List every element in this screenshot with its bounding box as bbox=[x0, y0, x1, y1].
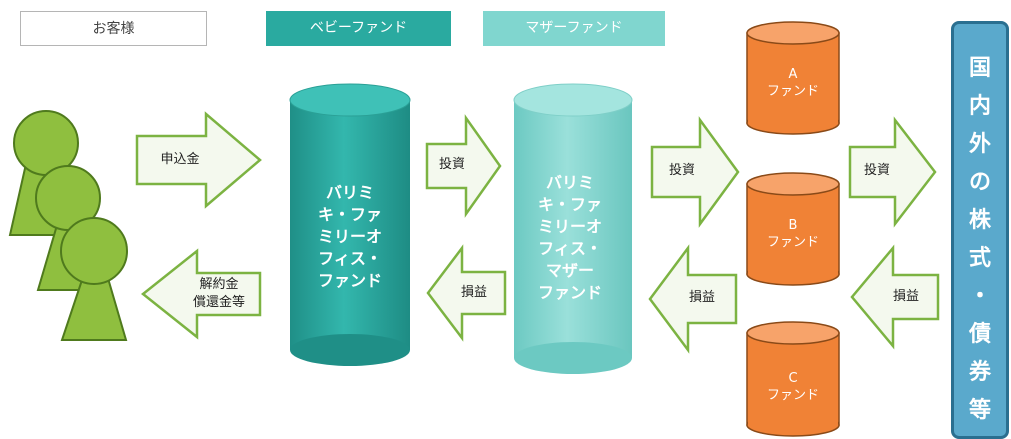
invest-arrow-1 bbox=[425, 114, 502, 218]
subscription-label: 申込金 bbox=[160, 152, 200, 167]
baby-fund-name-line: ファンド bbox=[317, 271, 382, 290]
mother-fund-cylinder bbox=[513, 83, 633, 374]
fund-b-label: B ファンド bbox=[747, 217, 839, 251]
subscription-arrow bbox=[135, 111, 262, 209]
redemption-label-line: 解約金 bbox=[199, 277, 239, 292]
mother-fund-name-line: ミリーオ bbox=[537, 217, 602, 236]
profit-arrow-2 bbox=[648, 244, 738, 354]
baby-fund-name-line: キ・ファ bbox=[317, 205, 382, 224]
fund-a-label: A ファンド bbox=[747, 66, 839, 100]
fund-c-label: C ファンド bbox=[747, 370, 839, 404]
fund-c-word: ファンド bbox=[766, 388, 819, 403]
redemption-label-line: 償還金等 bbox=[192, 295, 245, 310]
target-char: の bbox=[968, 170, 991, 195]
target-char: 国 bbox=[968, 56, 991, 81]
target-char: 等 bbox=[968, 398, 991, 423]
target-char: 券 bbox=[968, 360, 991, 385]
customer-header: お客様 bbox=[20, 11, 207, 46]
target-char: 株 bbox=[968, 208, 991, 233]
baby-fund-header-bg bbox=[266, 11, 451, 46]
target-char: 式 bbox=[968, 246, 991, 271]
baby-fund-cylinder bbox=[289, 83, 411, 366]
domestic-foreign-securities-label: 国 内 外 の 株 式 ・ 債 券 等 bbox=[951, 50, 1009, 430]
invest-arrow-3 bbox=[848, 116, 937, 228]
invest-arrow-2 bbox=[650, 116, 740, 228]
mother-fund-name-line: フィス・ bbox=[538, 239, 602, 258]
domestic-foreign-securities-box bbox=[951, 21, 1009, 439]
profit-label-2: 損益 bbox=[688, 290, 715, 305]
redemption-label: 解約金 償還金等 bbox=[184, 276, 254, 312]
mother-fund-name-line: バリミ bbox=[545, 173, 594, 192]
fund-a-cylinder bbox=[746, 21, 840, 135]
profit-arrow-3 bbox=[850, 244, 940, 350]
baby-fund-name-line: バリミ bbox=[325, 183, 374, 202]
redemption-arrow bbox=[140, 248, 262, 340]
mother-fund-name-line: キ・ファ bbox=[537, 195, 602, 214]
invest-label-1: 投資 bbox=[438, 157, 465, 172]
target-char: 外 bbox=[968, 132, 991, 157]
mother-fund-name: バリミ キ・ファ ミリーオ フィス・ マザー ファンド bbox=[520, 172, 620, 304]
mother-fund-name-line: マザー bbox=[545, 261, 594, 280]
baby-fund-name: バリミ キ・ファ ミリーオ フィス・ ファンド bbox=[302, 182, 398, 292]
mother-fund-header-bg bbox=[483, 11, 665, 46]
profit-arrow-1 bbox=[426, 244, 507, 342]
mother-fund-name-line: ファンド bbox=[537, 283, 602, 302]
target-char: ・ bbox=[968, 284, 991, 309]
fund-b-word: ファンド bbox=[766, 235, 819, 250]
baby-fund-name-line: フィス・ bbox=[318, 249, 382, 268]
fund-c-letter: C bbox=[788, 371, 798, 386]
baby-fund-header: ベビーファンド bbox=[309, 20, 408, 36]
fund-a-word: ファンド bbox=[766, 84, 819, 99]
fund-b-letter: B bbox=[788, 218, 798, 233]
mother-fund-header: マザーファンド bbox=[525, 20, 623, 36]
fund-c-cylinder bbox=[746, 321, 840, 437]
fund-b-cylinder bbox=[746, 172, 840, 286]
invest-label-3: 投資 bbox=[863, 163, 890, 178]
target-char: 内 bbox=[968, 94, 991, 119]
fund-a-letter: A bbox=[788, 67, 798, 82]
profit-label-1: 損益 bbox=[460, 285, 487, 300]
target-char: 債 bbox=[968, 322, 991, 347]
baby-fund-name-line: ミリーオ bbox=[317, 227, 382, 246]
invest-label-2: 投資 bbox=[668, 163, 695, 178]
customer-person-icon bbox=[60, 217, 128, 341]
profit-label-3: 損益 bbox=[892, 289, 919, 304]
